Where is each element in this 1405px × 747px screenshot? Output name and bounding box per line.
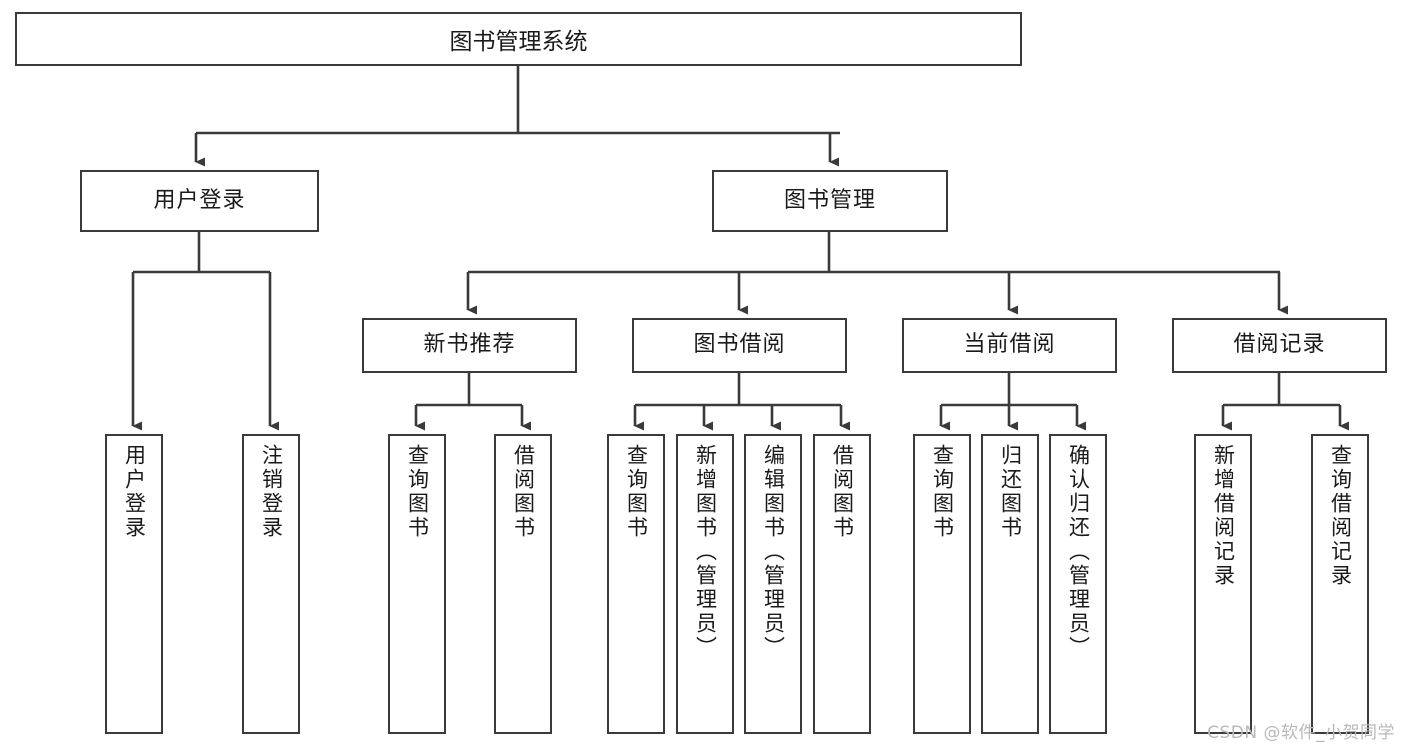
leaf-book-borrow-edit-book-admin[interactable]: 编辑图书（管理员） [744, 434, 802, 734]
node-book-borrow[interactable]: 图书借阅 [632, 318, 847, 373]
node-label: 借阅记录 [1233, 332, 1326, 358]
leaf-user-login-login[interactable]: 用户登录 [105, 434, 163, 734]
leaf-label: 用户登录 [122, 444, 147, 540]
leaf-label: 新增借阅记录 [1211, 444, 1236, 588]
node-new-book-recommend[interactable]: 新书推荐 [362, 318, 577, 373]
node-user-login[interactable]: 用户登录 [80, 170, 319, 232]
leaf-user-login-logout[interactable]: 注销登录 [242, 434, 300, 734]
leaf-label: 查询图书 [930, 444, 955, 540]
leaf-label: 确认归还（管理员） [1066, 444, 1091, 660]
node-label: 用户登录 [153, 187, 246, 213]
leaf-borrow-record-query-record[interactable]: 查询借阅记录 [1311, 434, 1369, 734]
leaf-label: 注销登录 [259, 444, 284, 540]
leaf-book-borrow-borrow-book[interactable]: 借阅图书 [813, 434, 871, 734]
node-label: 图书管理系统 [449, 29, 588, 55]
leaf-label: 查询图书 [624, 444, 649, 540]
leaf-new-book-query-book[interactable]: 查询图书 [388, 434, 446, 734]
leaf-new-book-borrow-book[interactable]: 借阅图书 [494, 434, 552, 734]
leaf-current-borrow-confirm-return-admin[interactable]: 确认归还（管理员） [1049, 434, 1107, 734]
csdn-watermark: CSDN @软件_小贺同学 [1207, 723, 1395, 743]
leaf-label: 借阅图书 [511, 444, 536, 540]
leaf-borrow-record-add-record[interactable]: 新增借阅记录 [1194, 434, 1252, 734]
leaf-label: 查询借阅记录 [1328, 444, 1353, 588]
leaf-label: 借阅图书 [830, 444, 855, 540]
leaf-label: 归还图书 [998, 444, 1023, 540]
node-root-book-management-system[interactable]: 图书管理系统 [15, 12, 1022, 66]
node-borrow-record[interactable]: 借阅记录 [1172, 318, 1387, 373]
leaf-current-borrow-return-book[interactable]: 归还图书 [981, 434, 1039, 734]
node-label: 图书借阅 [693, 332, 786, 358]
node-label: 图书管理 [783, 187, 876, 213]
leaf-current-borrow-query-book[interactable]: 查询图书 [913, 434, 971, 734]
leaf-book-borrow-query-book[interactable]: 查询图书 [607, 434, 665, 734]
node-label: 新书推荐 [423, 332, 516, 358]
node-book-management[interactable]: 图书管理 [712, 170, 948, 232]
node-label: 当前借阅 [963, 332, 1056, 358]
node-current-borrow[interactable]: 当前借阅 [902, 318, 1117, 373]
leaf-label: 新增图书（管理员） [693, 444, 718, 660]
leaf-label: 查询图书 [405, 444, 430, 540]
leaf-label: 编辑图书（管理员） [761, 444, 786, 660]
leaf-book-borrow-add-book-admin[interactable]: 新增图书（管理员） [676, 434, 734, 734]
